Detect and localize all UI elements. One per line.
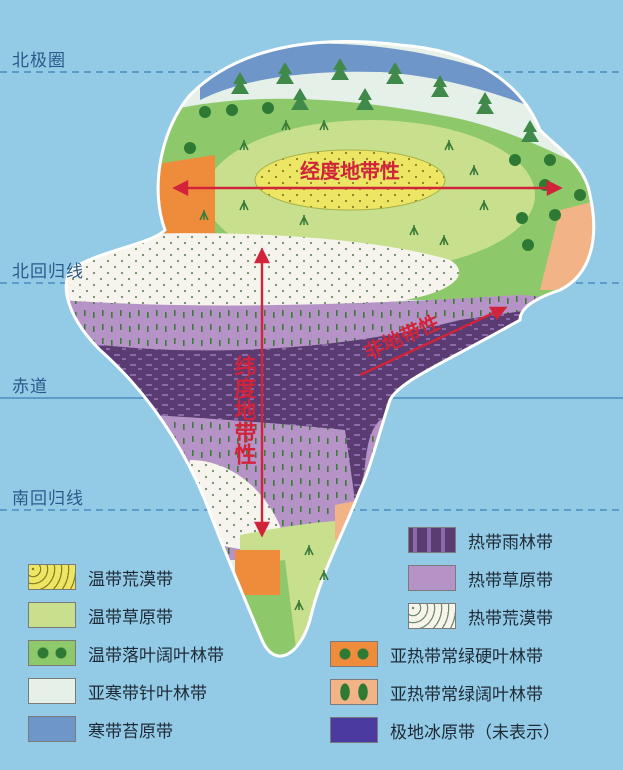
deciduous-tree-icon: [516, 212, 528, 224]
legend-item-temperate-steppe: 温带草原带: [28, 600, 173, 630]
legend-swatch-ice-icon: [330, 717, 378, 743]
legend-label: 亚热带常绿阔叶林带: [390, 684, 543, 705]
legend-label: 寒带苔原带: [88, 721, 173, 742]
latitude-zonation-label: 纬度地带性: [231, 354, 257, 465]
legend-label: 亚寒带针叶林带: [88, 683, 207, 704]
deciduous-tree-icon: [522, 239, 534, 251]
deciduous-tree-icon: [509, 154, 521, 166]
conifer-tree-icon: [356, 88, 374, 110]
deciduous-trees: [184, 102, 586, 251]
legend-label: 热带荒漠带: [468, 608, 553, 629]
latitude-label-arctic: 北极圈: [12, 51, 66, 71]
subtropical-hardleaf-south: [235, 550, 280, 595]
grass-tufts: [199, 120, 489, 611]
legend-item-polar-ice: 极地冰原带（未表示）: [330, 715, 560, 745]
conifer-tree-icon: [476, 92, 494, 114]
legend-label: 极地冰原带（未表示）: [390, 722, 560, 743]
legend-item-tropical-rainforest: 热带雨林带: [408, 525, 553, 555]
conifer-tree-icon: [276, 62, 294, 84]
svg-text:纬度地带性: 纬度地带性: [231, 354, 257, 465]
arrow-head-icon: [172, 180, 189, 196]
legend-swatch-deciduous-tree-icon: [28, 640, 76, 666]
arrow-head-icon: [488, 306, 508, 321]
legend-label: 热带雨林带: [468, 532, 553, 553]
longitude-zonation-label: 经度地带性: [300, 159, 400, 183]
legend-item-tropical-desert: 热带荒漠带: [408, 601, 553, 631]
latitude-label-equator: 赤道: [12, 377, 48, 397]
legend-item-temperate-deciduous: 温带落叶阔叶林带: [28, 638, 224, 668]
deciduous-tree-icon: [549, 209, 561, 221]
deciduous-tree-icon: [199, 106, 211, 118]
conifer-tree-icon: [231, 72, 249, 94]
zonation-arrows: [172, 180, 563, 538]
legend-label: 温带落叶阔叶林带: [88, 645, 224, 666]
legend-label: 热带草原带: [468, 570, 553, 591]
legend-swatch-conifer-tree-icon: [28, 678, 76, 704]
legend-swatch-tundra-icon: [28, 716, 76, 742]
legend-label: 温带草原带: [88, 607, 173, 628]
conifer-tree-icon: [331, 58, 349, 80]
legend-swatch-dots-icon: [28, 564, 76, 590]
legend-item-tundra: 寒带苔原带: [28, 714, 173, 744]
deciduous-tree-icon: [262, 102, 274, 114]
conifer-tree-icon: [291, 88, 309, 110]
subtropical-hardleaf-west: [150, 155, 215, 235]
conifer-tree-icon: [521, 120, 539, 142]
legend-swatch-dots-icon: [408, 603, 456, 629]
legend-label: 亚热带常绿硬叶林带: [390, 646, 543, 667]
legend-item-subtropical-hardleaf: 亚热带常绿硬叶林带: [330, 639, 543, 669]
legend-item-tropical-savanna: 热带草原带: [408, 563, 553, 593]
legend-item-subtropical-broadleaf: 亚热带常绿阔叶林带: [330, 677, 543, 707]
arrow-head-icon: [254, 521, 270, 538]
non-zonal-arrow-line: [359, 308, 501, 377]
deciduous-tree-icon: [226, 104, 238, 116]
arrow-head-icon: [254, 247, 270, 264]
latitude-label-capricorn: 南回归线: [12, 489, 84, 509]
conifer-tree-icon: [431, 75, 449, 97]
legend-item-temperate-desert: 温带荒漠带: [28, 562, 173, 592]
conifer-trees: [231, 58, 539, 142]
tundra-zone: [200, 43, 560, 120]
temperate-desert-zone: [254, 149, 446, 211]
legend-swatch-hardleaf-tree-icon: [330, 641, 378, 667]
arrow-head-icon: [546, 180, 563, 196]
legend-swatch-grass-icon: [28, 602, 76, 628]
legend-swatch-savanna-icon: [408, 565, 456, 591]
tropical-desert-north: [66, 233, 460, 308]
latitude-label-cancer: 北回归线: [12, 262, 84, 282]
deciduous-tree-icon: [184, 142, 196, 154]
legend-label: 温带荒漠带: [88, 569, 173, 590]
legend-swatch-evergreen-tree-icon: [330, 679, 378, 705]
deciduous-tree-icon: [574, 189, 586, 201]
legend-swatch-dashes-icon: [408, 527, 456, 553]
legend-item-subarctic-conifer: 亚寒带针叶林带: [28, 676, 207, 706]
conifer-tree-icon: [386, 62, 404, 84]
deciduous-tree-icon: [544, 154, 556, 166]
continent-outline: [64, 40, 596, 658]
